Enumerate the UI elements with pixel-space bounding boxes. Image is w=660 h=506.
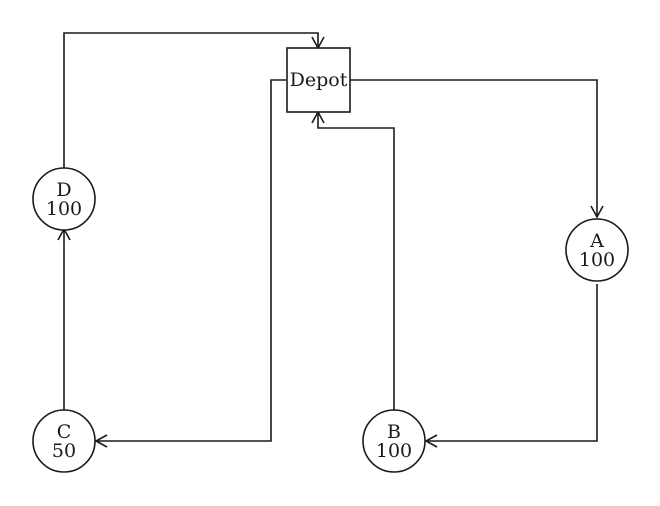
node-d: D 100 bbox=[32, 167, 96, 231]
node-c: C 50 bbox=[32, 409, 96, 473]
depot-node: Depot bbox=[286, 47, 351, 113]
node-a: A 100 bbox=[565, 218, 629, 282]
node-b: B 100 bbox=[362, 409, 426, 473]
edge-depot-to-a-arrowhead bbox=[590, 205, 604, 219]
node-d-label: D bbox=[56, 179, 71, 201]
edge-a-to-b bbox=[427, 284, 598, 442]
edge-depot-to-c bbox=[97, 79, 286, 442]
node-d-demand: 100 bbox=[46, 198, 82, 220]
node-a-label: A bbox=[589, 230, 604, 252]
node-c-circle bbox=[32, 409, 96, 473]
node-c-label: C bbox=[57, 421, 72, 443]
node-b-circle bbox=[362, 409, 426, 473]
edge-depot-to-c-arrowhead bbox=[94, 434, 108, 448]
node-a-circle bbox=[565, 218, 629, 282]
node-b-label: B bbox=[387, 421, 401, 443]
node-c-demand: 50 bbox=[52, 440, 76, 462]
edge-b-to-depot bbox=[317, 113, 395, 410]
edge-depot-to-a bbox=[350, 79, 598, 216]
node-b-demand: 100 bbox=[376, 440, 412, 462]
edge-a-to-b-arrowhead bbox=[424, 434, 438, 448]
node-d-circle bbox=[32, 167, 96, 231]
depot-box bbox=[286, 47, 351, 113]
depot-label: Depot bbox=[290, 69, 348, 91]
edge-d-to-depot bbox=[63, 32, 319, 168]
node-a-demand: 100 bbox=[579, 249, 615, 271]
